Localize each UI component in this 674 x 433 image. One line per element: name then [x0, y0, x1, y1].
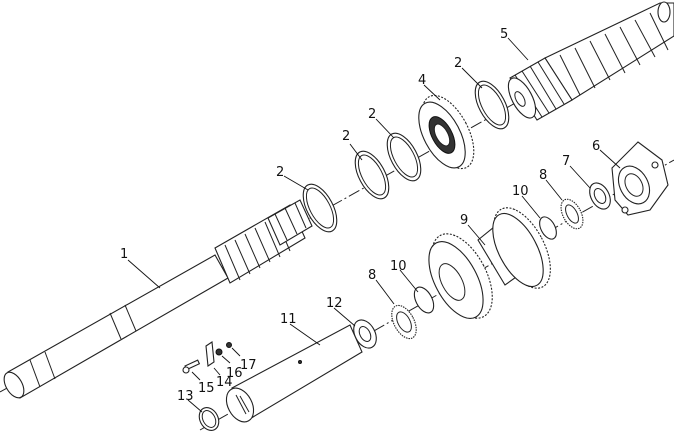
callout-1: 1 — [120, 247, 128, 262]
callout-5: 5 — [500, 27, 508, 42]
callout-2: 2 — [342, 129, 350, 144]
lock-plate-14 — [205, 341, 215, 367]
bolt-15 — [182, 359, 201, 374]
callout-13: 13 — [177, 389, 194, 404]
callout-2: 2 — [276, 165, 284, 180]
callout-2: 2 — [454, 56, 462, 71]
callout-2: 2 — [368, 107, 376, 122]
callout-11: 11 — [280, 312, 297, 327]
needle-bearing-8a — [560, 198, 584, 230]
washer-7 — [589, 182, 611, 210]
snap-ring-2 — [354, 150, 390, 200]
o-ring-13 — [198, 407, 220, 431]
gear-4 — [418, 94, 475, 170]
callout-10: 10 — [390, 259, 407, 274]
needle-bearing-8b — [391, 304, 417, 340]
nut-17 — [226, 342, 232, 348]
splined-shaft-5 — [507, 1, 674, 121]
callout-9: 9 — [460, 213, 468, 228]
callout-4: 4 — [418, 73, 426, 88]
callout-10: 10 — [512, 184, 529, 199]
idler-shaft-11 — [225, 324, 363, 423]
callout-8: 8 — [539, 168, 547, 183]
callout-16: 16 — [226, 366, 243, 381]
callout-14: 14 — [216, 375, 233, 390]
snap-ring-4 — [474, 80, 510, 130]
bearing-cover-6 — [611, 141, 669, 216]
callout-17: 17 — [240, 358, 257, 373]
callout-15: 15 — [198, 381, 215, 396]
callout-7: 7 — [562, 154, 570, 169]
callout-6: 6 — [592, 139, 600, 154]
main-shaft — [3, 199, 313, 399]
leader-lines — [127, 37, 621, 413]
callout-12: 12 — [326, 296, 343, 311]
callout-8: 8 — [368, 268, 376, 283]
ring-10b — [413, 286, 435, 314]
cluster-gear-9 — [428, 207, 551, 319]
washer-16 — [215, 348, 223, 356]
ring-10a — [539, 216, 557, 240]
snap-ring-1 — [302, 183, 338, 233]
